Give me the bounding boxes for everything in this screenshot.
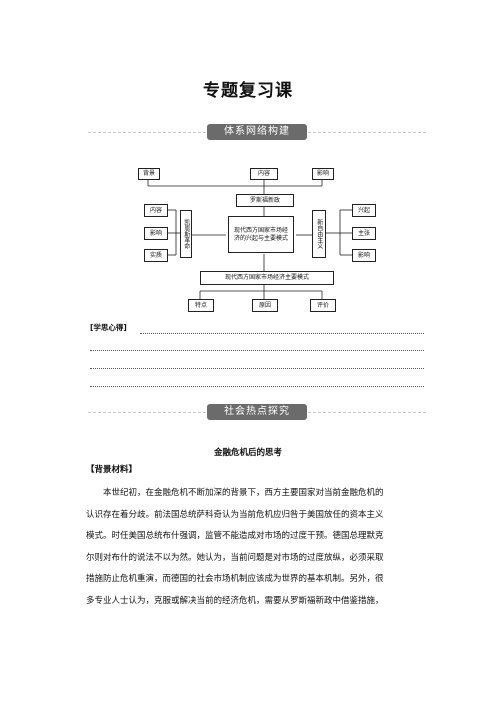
section-header-hot-topics: 社会热点探究 <box>88 404 426 420</box>
study-notes-label: [学思心得] <box>90 323 127 332</box>
diagram-box-content: 内容 <box>250 168 278 180</box>
diagram-box-new-deal: 罗斯福新政 <box>236 194 294 207</box>
page-title: 专题复习课 <box>203 81 293 101</box>
section-header-system: 体系网络构建 <box>88 124 426 140</box>
diagram-box-left-influence: 影响 <box>144 227 168 240</box>
notes-line <box>90 386 424 387</box>
body-line: 尔则对布什的说法不以为然。她认为，当前问题是对市场的过度放纵，必须采取 <box>86 552 384 563</box>
knowledge-framework-diagram: 背景 内容 影响 罗斯福新政 现代西方国家市场经济的兴起与主要模式 内容 影响 … <box>136 160 376 312</box>
diagram-box-features: 特点 <box>188 299 214 312</box>
section-header-label: 体系网络构建 <box>207 124 307 140</box>
body-line: 认识存在着分歧。前法国总统萨科奇认为当前危机应归咎于美国放任的资本主义 <box>86 509 384 520</box>
body-line: 本世纪初，在金融危机不断加深的背景下，西方主要国家对当前金融危机的 <box>103 488 384 498</box>
notes-line <box>140 333 424 334</box>
diagram-box-neoliberalism: 新自由主义 <box>312 210 326 258</box>
diagram-box-evaluation: 评价 <box>310 299 336 312</box>
body-line: 多专业人士认为，克服或解决当前的经济危机，需要从罗斯福新政中借鉴措施， <box>86 595 384 606</box>
section-header-label: 社会热点探究 <box>207 404 307 420</box>
diagram-box-reasons: 原因 <box>252 299 278 312</box>
diagram-box-right-influence: 影响 <box>352 249 376 262</box>
diagram-box-influence: 影响 <box>312 168 334 180</box>
diagram-connectors <box>147 179 352 299</box>
diagram-box-left-essence: 实质 <box>144 249 168 262</box>
notes-line <box>90 350 424 351</box>
background-material-heading: 【背景材料】 <box>86 465 138 475</box>
diagram-box-center-topic: 现代西方国家市场经济的兴起与主要模式 <box>228 216 294 253</box>
diagram-box-left-content: 内容 <box>144 204 168 217</box>
body-line: 措施防止危机重演，而德国的社会市场机制应该成为世界的基本机制。另外，很 <box>86 574 384 584</box>
notes-line <box>90 368 424 369</box>
article-body: 本世纪初，在金融危机不断加深的背景下，西方主要国家对当前金融危机的 认识存在着分… <box>86 483 428 612</box>
body-line: 模式。时任美国总统布什强调，监管不能造成对市场的过度干预。德国总理默克 <box>86 531 384 541</box>
diagram-box-right-rise: 兴起 <box>352 204 376 217</box>
diagram-box-keynesian-revolution: 凯恩斯革命 <box>180 210 192 258</box>
diagram-box-background: 背景 <box>138 168 160 180</box>
diagram-box-right-claims: 主张 <box>352 227 376 240</box>
diagram-box-market-models: 现代西方国家市场经济主要模式 <box>200 271 334 285</box>
article-title: 金融危机后的思考 <box>213 448 282 458</box>
